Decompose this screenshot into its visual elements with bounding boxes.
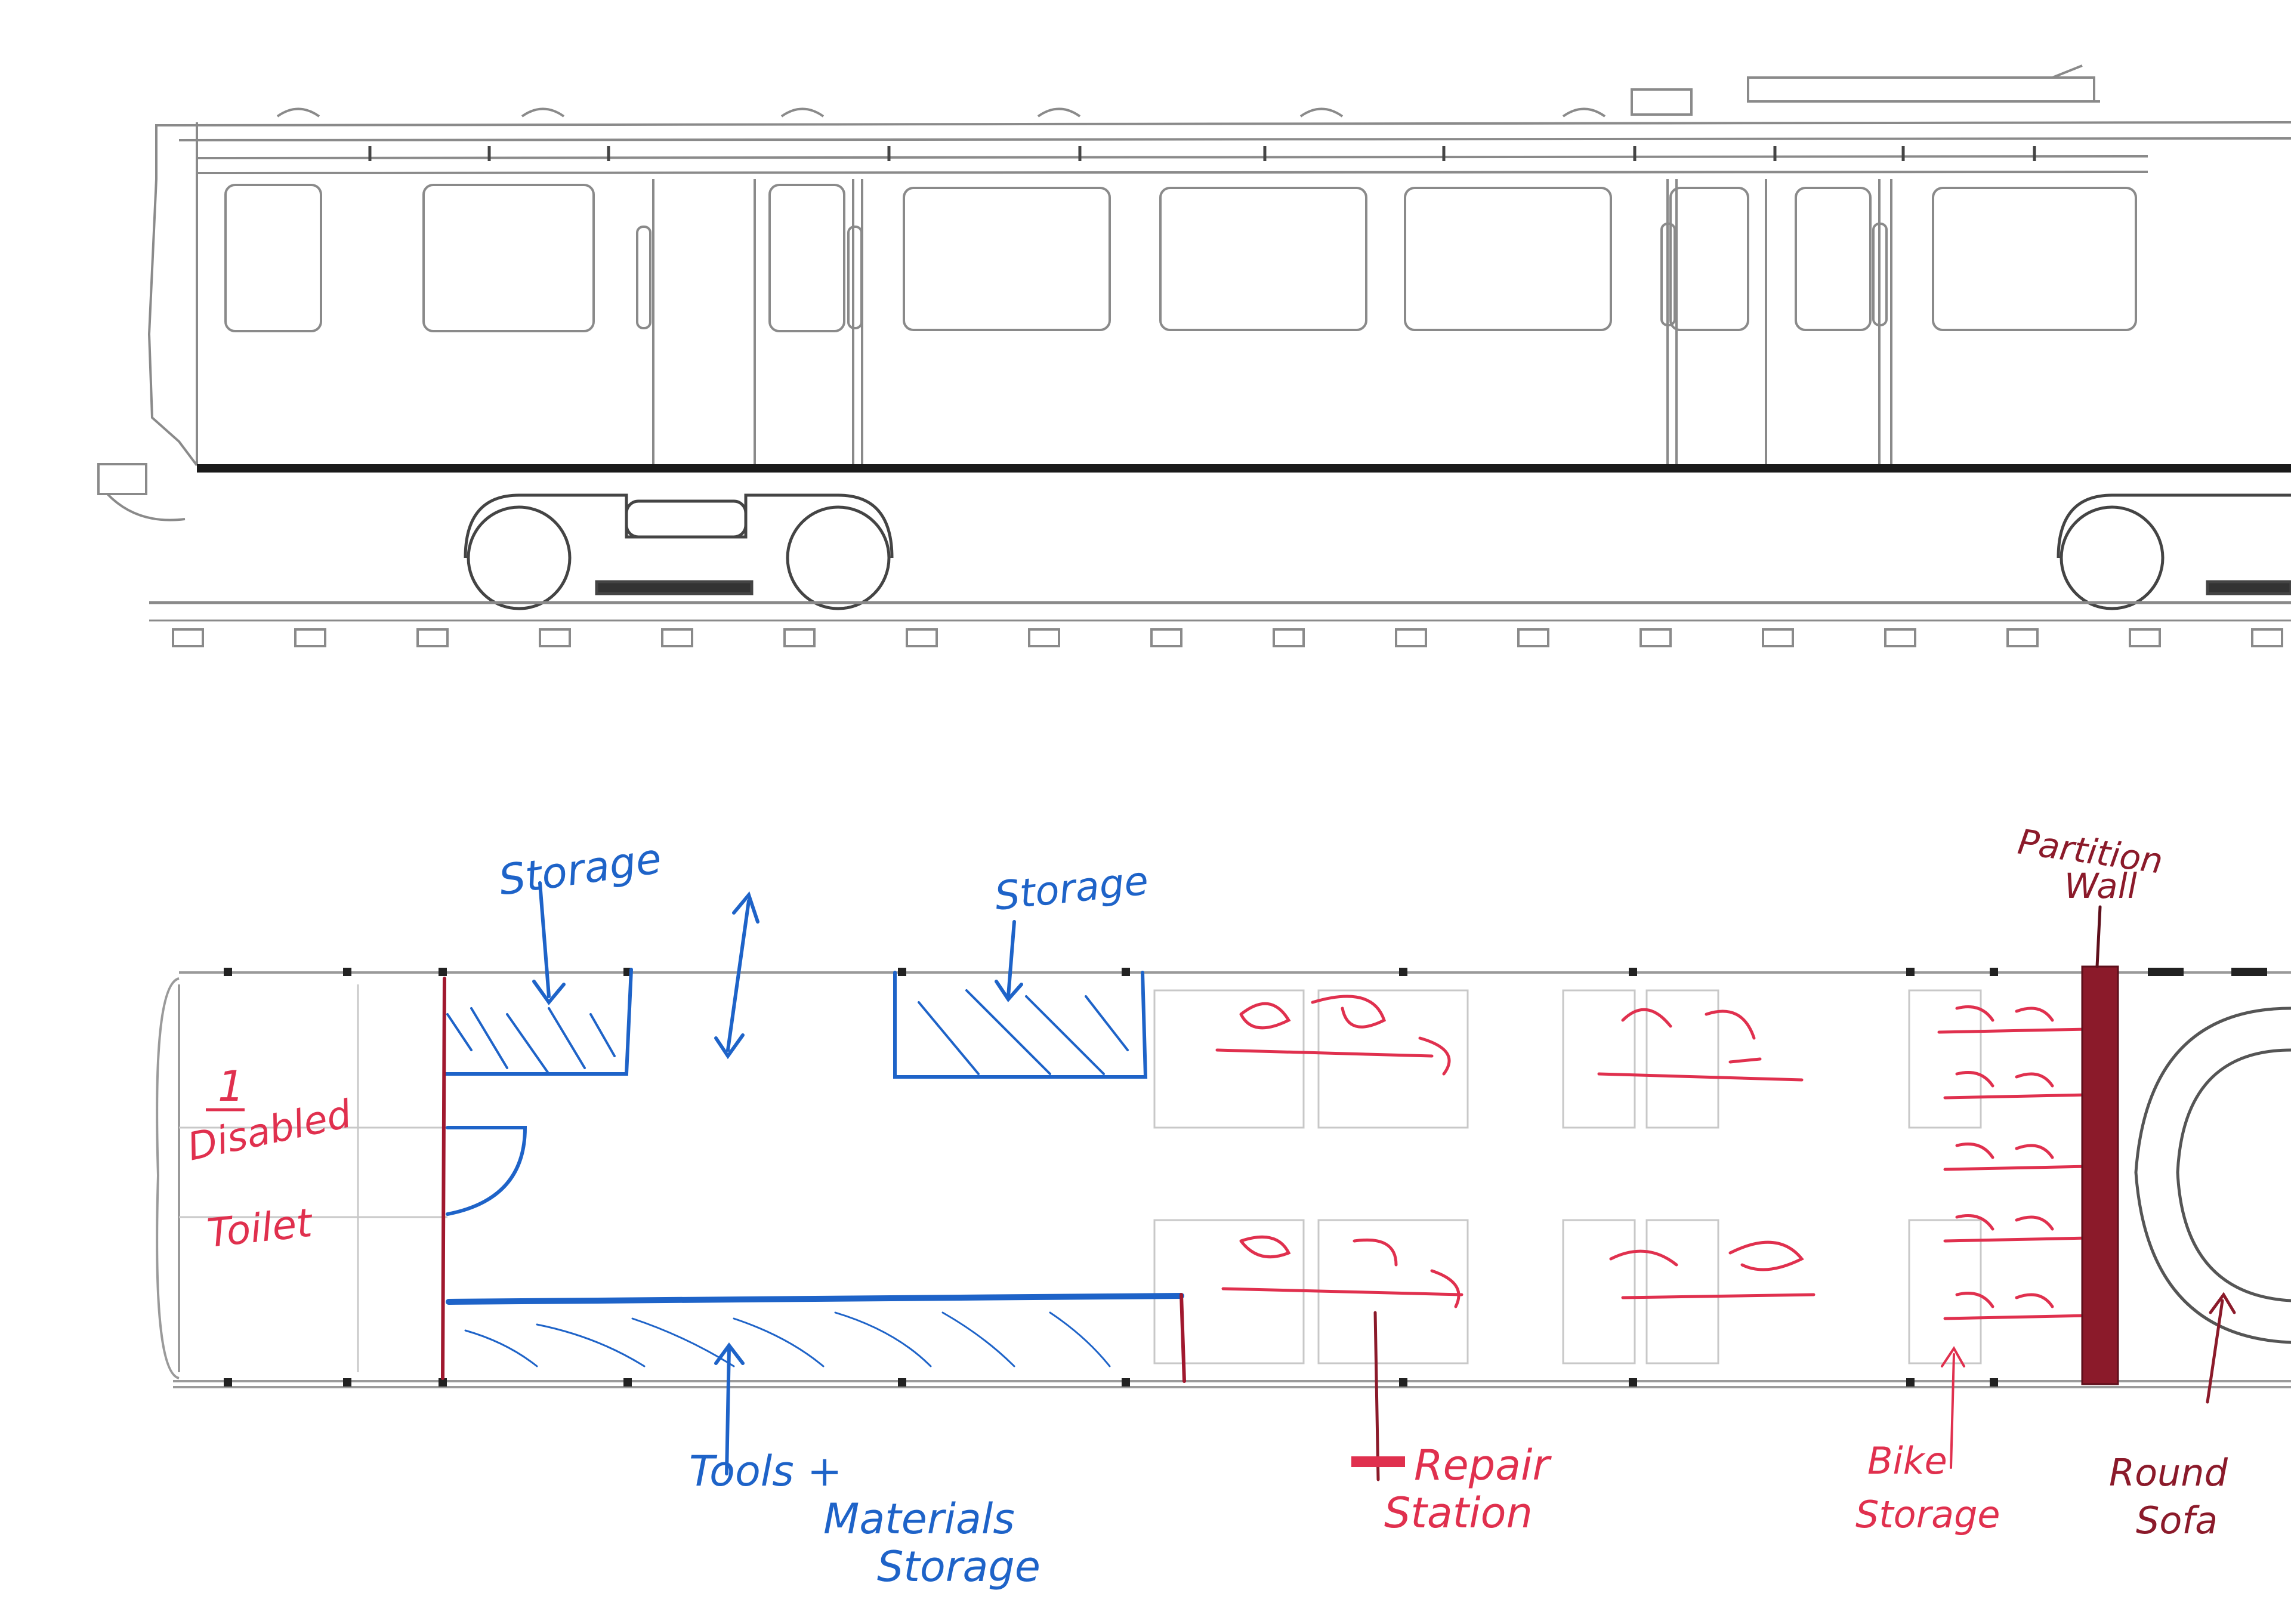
blue-annotations [443, 881, 1184, 1475]
labels: Storage Storage 1 Disabled Toilet Tools … [184, 822, 2228, 1591]
track-sleeper [783, 628, 816, 647]
toilet-partition [441, 977, 446, 1380]
plan-view [156, 968, 2291, 1388]
label-disabled: Disabled [184, 1092, 356, 1169]
track-sleeper [539, 628, 571, 647]
track [149, 601, 2291, 647]
track-sleeper [661, 628, 693, 647]
label-toilet: Toilet [205, 1200, 316, 1256]
track-sleeper [1395, 628, 1427, 647]
storage-right-box [893, 971, 1148, 1079]
track-sleeper [1150, 628, 1182, 647]
track-sleeper [2129, 628, 2161, 647]
label-bike: Bike [1867, 1439, 1947, 1483]
partition-wall [2081, 965, 2119, 1385]
track-sleeper [906, 628, 938, 647]
track-sleeper [1273, 628, 1305, 647]
wall-fixings [224, 968, 2267, 1387]
label-bike-storage: Storage [1855, 1493, 2000, 1536]
label-station: Station [1384, 1489, 1533, 1537]
track-sleeper [294, 628, 326, 647]
track-sleeper [172, 628, 204, 647]
round-sofa [2134, 1006, 2291, 1404]
side-doors [636, 179, 1892, 465]
carriage-body [97, 121, 2291, 521]
label-storage-left: Storage [496, 834, 665, 905]
track-sleeper [1517, 628, 1549, 647]
ceiling-fittings [368, 146, 2036, 161]
track-sleeper [2251, 628, 2283, 647]
track-sleeper [1762, 628, 1794, 647]
track-sleeper [1639, 628, 1672, 647]
label-tools-line3: Storage [877, 1542, 1040, 1591]
track-sleeper [1028, 628, 1060, 647]
track-sleeper [416, 628, 449, 647]
label-tools-line1: Tools + [689, 1447, 842, 1496]
label-sofa: Sofa [2136, 1499, 2218, 1542]
bogie-rear [2057, 493, 2291, 610]
label-storage-right: Storage [993, 857, 1151, 919]
label-tools-line2: Materials [823, 1495, 1015, 1543]
track-sleeper [1884, 628, 1916, 647]
label-round: Round [2109, 1451, 2228, 1495]
tools-storage-bench [446, 1293, 1184, 1305]
storage-left-box [443, 968, 633, 1076]
underframe [197, 464, 2291, 473]
label-wall: Wall [2064, 866, 2137, 906]
bike-storage-racks [1937, 1005, 2090, 1469]
bogie-front [464, 493, 894, 610]
toilet-door-swing [446, 1126, 527, 1216]
repair-station-stands [1215, 995, 1815, 1481]
double-arrow [714, 891, 759, 1060]
seating-grid [179, 984, 1982, 1372]
side-elevation [97, 64, 2291, 647]
red-annotations [441, 905, 2291, 1481]
label-disabled-count: 1 [218, 1062, 245, 1111]
side-windows [224, 184, 2137, 332]
label-repair: Repair [1414, 1441, 1552, 1490]
roof-vents [276, 64, 2100, 118]
track-sleeper [2006, 628, 2039, 647]
